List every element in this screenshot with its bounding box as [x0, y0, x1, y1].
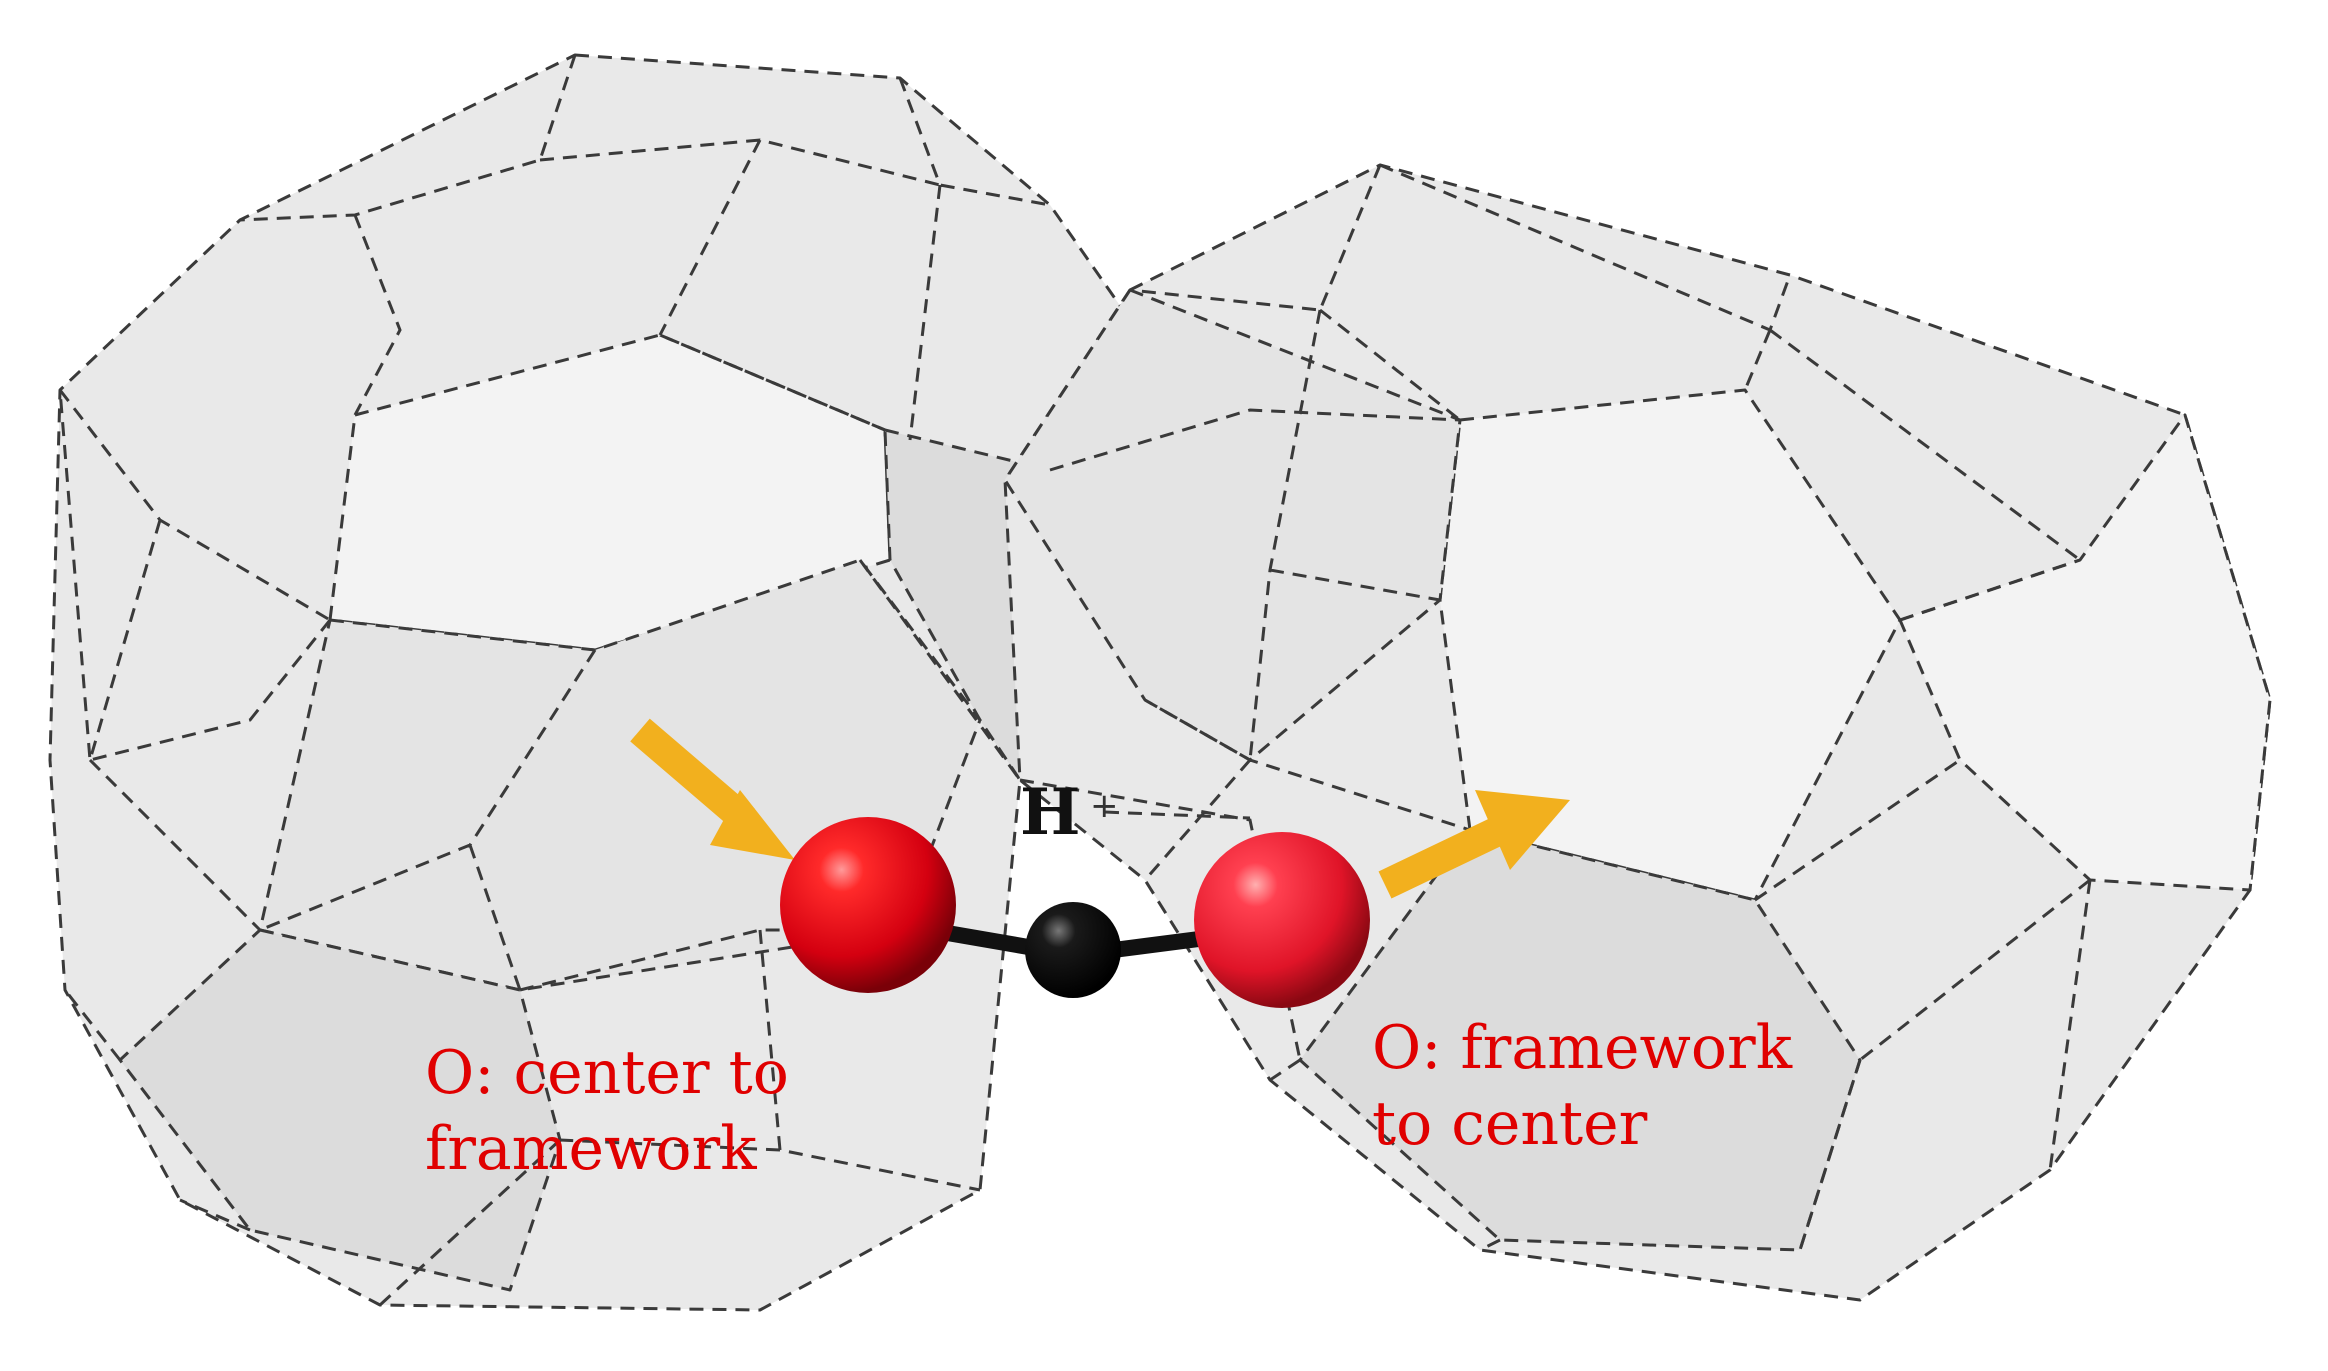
- arrow-up-right-icon: [1378, 790, 1570, 899]
- right-cage-face-right: [1898, 413, 2272, 892]
- oxygen-atom-right: [1194, 832, 1370, 1008]
- right-oxygen-label-line2: to center: [1372, 1089, 1648, 1159]
- left-oxygen-label-line1: O: center to: [425, 1038, 789, 1108]
- left-oxygen-label: O: center to framework: [425, 1035, 789, 1187]
- oxygen-atom-left: [780, 817, 956, 993]
- left-oxygen-label-line2: framework: [425, 1114, 757, 1184]
- hydrogen-charge: +: [1090, 786, 1119, 826]
- right-oxygen-label-line1: O: framework: [1372, 1013, 1793, 1083]
- right-cage-edges: [1019, 163, 2092, 1252]
- h-dashed-link: [1104, 810, 1251, 820]
- arrow-down-right-icon: [630, 718, 795, 860]
- left-cage-edges: [58, 54, 1051, 1307]
- right-oxygen-label: O: framework to center: [1372, 1010, 1792, 1162]
- hydrogen-label: H: [1020, 775, 1081, 850]
- right-cage: [1003, 163, 2272, 1302]
- left-cage-face-center: [328, 333, 892, 652]
- carbon-atom: [1025, 902, 1121, 998]
